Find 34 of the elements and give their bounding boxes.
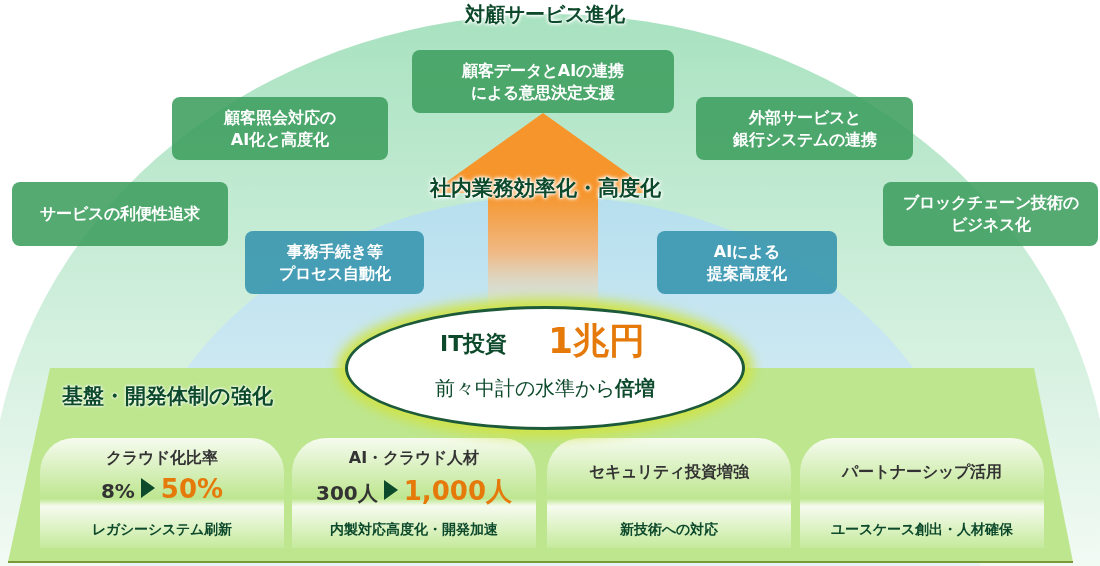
box-text: 顧客照会対応のAI化と高度化 <box>224 106 336 151</box>
card-note: 新技術への対応 <box>619 521 719 539</box>
box-text: 外部サービスと銀行システムの連携 <box>732 106 877 151</box>
card-title: クラウド化比率 <box>105 448 219 469</box>
card-note: 内製対応高度化・開発加速 <box>329 521 499 539</box>
metric-value: 8% <box>100 479 135 503</box>
box-text: 事務手続き等プロセス自動化 <box>278 240 391 285</box>
section-heading: 基盤・開発体制の強化 <box>62 383 273 410</box>
theme-box <box>657 231 837 294</box>
theme-box <box>12 182 228 246</box>
box-text: 顧客データとAIの連携による意思決定支援 <box>461 59 625 104</box>
box-text: サービスの利便性追求 <box>40 203 200 225</box>
theme-box <box>412 50 674 113</box>
theme-box <box>172 97 388 160</box>
card-title: パートナーシップ活用 <box>840 462 1003 483</box>
card-title: セキュリティ投資増強 <box>588 462 750 483</box>
metric-target: 1,000人 <box>403 475 512 508</box>
metric-card <box>547 438 791 548</box>
investment-note: 前々中計の水準から倍増 <box>434 375 656 402</box>
theme-box <box>696 97 913 160</box>
investment-amount: 1兆円 <box>548 319 646 363</box>
metric-card <box>292 438 536 548</box>
theme-box <box>883 182 1098 246</box>
metric-value: 300人 <box>316 480 378 507</box>
card-note: レガシーシステム刷新 <box>91 521 233 539</box>
box-text: AIによる提案高度化 <box>707 240 787 285</box>
theme-box <box>245 231 424 294</box>
card-note: ユースケース創出・人材確保 <box>830 521 1014 539</box>
metric-card <box>800 438 1044 548</box>
card-title: AI・クラウド人材 <box>347 448 481 469</box>
box-text: ブロックチェーン技術のビジネス化 <box>902 192 1079 236</box>
investment-label: IT投資 <box>440 330 508 358</box>
metric-target: 50% <box>160 474 224 504</box>
metric-card <box>40 438 284 548</box>
